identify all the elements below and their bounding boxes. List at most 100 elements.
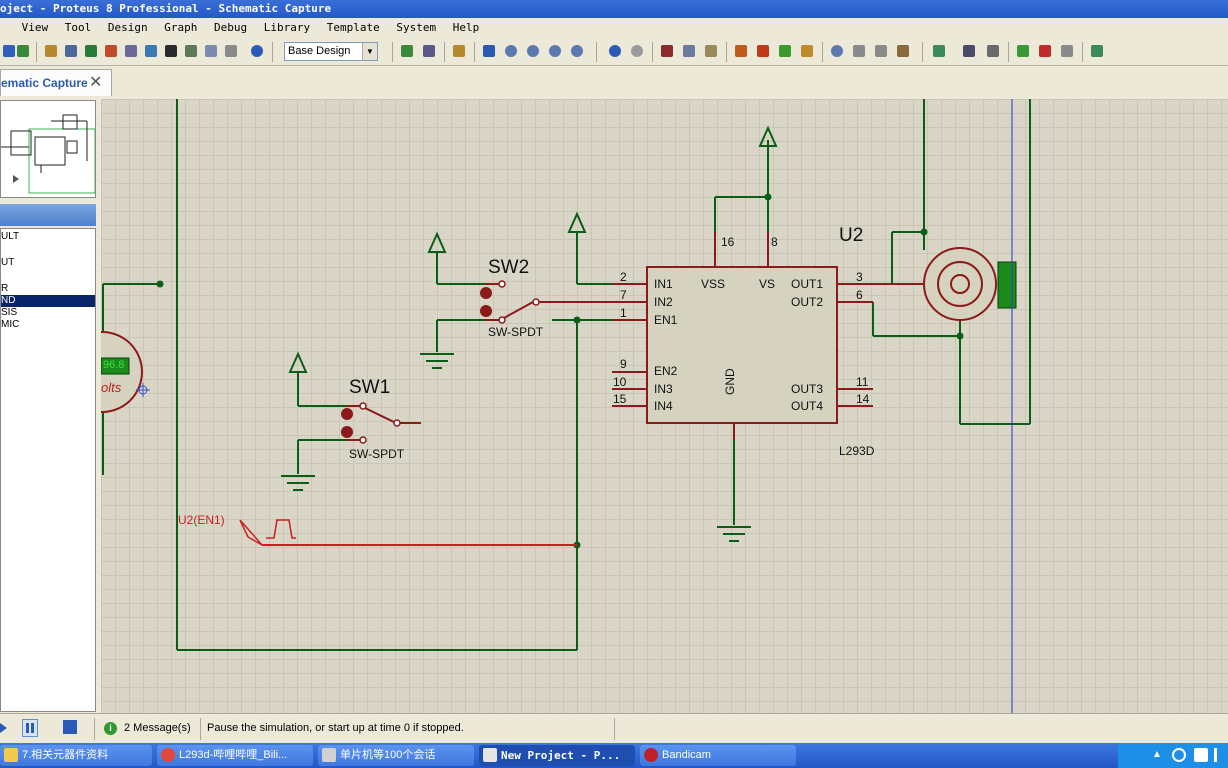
list-item[interactable]: MIC (1, 319, 20, 330)
block-rotate-icon[interactable] (776, 42, 794, 60)
pan-icon[interactable] (480, 42, 498, 60)
design-variant-value: Base Design (288, 45, 351, 57)
notes-icon[interactable] (222, 42, 240, 60)
vsm-icon[interactable] (202, 42, 220, 60)
block-copy-icon[interactable] (732, 42, 750, 60)
shield-icon[interactable] (1172, 748, 1186, 762)
list-item-selected[interactable]: ND (1, 295, 95, 307)
pin-name: OUT4 (791, 399, 824, 413)
paste-icon[interactable] (702, 42, 720, 60)
sw2-value: SW-SPDT (488, 325, 544, 339)
close-icon[interactable]: ✕ (89, 74, 103, 91)
list-item[interactable]: SIS (1, 307, 18, 318)
menu-tool[interactable]: Tool (64, 21, 92, 34)
refresh-icon[interactable] (398, 42, 416, 60)
pin-name: VSS (701, 277, 726, 291)
tab-schematic-capture[interactable]: ematic Capture ✕ (0, 69, 112, 96)
u2-ref[interactable]: U2 (839, 225, 864, 246)
taskbar-item-bandicam[interactable]: Bandicam (640, 745, 796, 766)
probe-label[interactable]: U2(EN1) (178, 513, 225, 527)
menu-help[interactable]: Help (452, 21, 480, 34)
decompose-icon[interactable] (894, 42, 912, 60)
menu-debug[interactable]: Debug (214, 21, 248, 34)
menu-view[interactable]: View (21, 21, 49, 34)
schematic-canvas[interactable]: 96.8 olts SW2 SW-SPDT SW1 SW-SPDT U2 L29… (101, 99, 1228, 713)
zoom-in-icon[interactable] (502, 42, 520, 60)
package-tool-icon[interactable] (872, 42, 890, 60)
list-item[interactable]: R (1, 283, 9, 294)
save-icon[interactable] (0, 42, 18, 60)
make-device-icon[interactable] (850, 42, 868, 60)
new-sheet-icon[interactable] (1014, 42, 1032, 60)
home-icon[interactable] (42, 42, 60, 60)
messages-count[interactable]: 2 Message(s) (124, 722, 191, 734)
source-icon[interactable] (162, 42, 180, 60)
taskbar-item-label: L293d-哔哩哔哩_Bili... (179, 749, 288, 761)
pin-number: 14 (856, 392, 870, 406)
electrical-rule-check-icon[interactable] (1088, 42, 1106, 60)
taskbar-item-proteus[interactable]: New Project - P... (479, 745, 635, 766)
cut-icon[interactable] (658, 42, 676, 60)
menu-template[interactable]: Template (326, 21, 380, 34)
pick-device-icon[interactable] (828, 42, 846, 60)
list-item[interactable]: UT (1, 257, 15, 268)
block-delete-icon[interactable] (798, 42, 816, 60)
u2-value: L293D (839, 444, 875, 458)
overview-window[interactable] (0, 100, 96, 198)
volume-icon[interactable] (1214, 748, 1226, 762)
sw1-value: SW-SPDT (349, 447, 405, 461)
device-list[interactable]: ULT UT R ND SIS MIC (0, 228, 96, 712)
status-text: Pause the simulation, or start up at tim… (207, 722, 464, 734)
menu-system[interactable]: System (396, 21, 437, 34)
status-bar: i 2 Message(s) Pause the simulation, or … (0, 713, 1228, 743)
record-icon (644, 748, 658, 762)
schematic-drawing (101, 99, 1031, 713)
voltmeter-reading: 96.8 (103, 359, 125, 371)
import-icon[interactable] (14, 42, 32, 60)
undo-icon[interactable] (606, 42, 624, 60)
copy-icon[interactable] (680, 42, 698, 60)
schematic-icon[interactable] (62, 42, 80, 60)
bom-icon[interactable] (182, 42, 200, 60)
taskbar-item-chat[interactable]: 单片机等100个会话 (318, 745, 474, 766)
taskbar-item-browser[interactable]: L293d-哔哩哔哩_Bili... (157, 745, 313, 766)
zoom-all-icon[interactable] (546, 42, 564, 60)
pin-number: 11 (856, 375, 869, 389)
grid-icon[interactable] (420, 42, 438, 60)
exit-to-parent-icon[interactable] (1058, 42, 1076, 60)
property-tool-icon[interactable] (984, 42, 1002, 60)
search-tag-icon[interactable] (960, 42, 978, 60)
info-icon[interactable]: i (104, 722, 117, 735)
chevron-down-icon[interactable]: ▼ (362, 43, 377, 60)
list-item[interactable]: ULT (1, 231, 20, 242)
origin-icon[interactable] (450, 42, 468, 60)
menu-design[interactable]: Design (107, 21, 148, 34)
stop-button[interactable] (63, 720, 77, 734)
help-icon[interactable] (248, 42, 266, 60)
sw2-ref[interactable]: SW2 (488, 257, 530, 278)
wire-autorouter-icon[interactable] (930, 42, 948, 60)
gerber-icon[interactable] (122, 42, 140, 60)
menu-bar: View Tool Design Graph Debug Library Tem… (0, 18, 1228, 38)
pause-button[interactable] (22, 719, 38, 737)
zoom-area-icon[interactable] (568, 42, 586, 60)
tab-bar: ematic Capture ✕ (0, 66, 1228, 96)
chevron-up-icon[interactable]: ▲ (1152, 749, 1162, 760)
pin-name: VS (759, 277, 776, 291)
design-variant-select[interactable]: Base Design ▼ (284, 42, 378, 61)
play-icon[interactable] (0, 721, 8, 735)
sw1-ref[interactable]: SW1 (349, 377, 391, 398)
pin-name: OUT1 (791, 277, 824, 291)
zoom-out-icon[interactable] (524, 42, 542, 60)
taskbar-item-folder[interactable]: 7.相关元器件资料 (0, 745, 152, 766)
pin-number: 3 (856, 270, 863, 284)
remove-sheet-icon[interactable] (1036, 42, 1054, 60)
menu-graph[interactable]: Graph (164, 21, 198, 34)
menu-library[interactable]: Library (263, 21, 311, 34)
redo-icon[interactable] (628, 42, 646, 60)
3d-icon[interactable] (102, 42, 120, 60)
network-icon[interactable] (1194, 748, 1208, 762)
pcb-icon[interactable] (82, 42, 100, 60)
block-move-icon[interactable] (754, 42, 772, 60)
design-explorer-icon[interactable] (142, 42, 160, 60)
